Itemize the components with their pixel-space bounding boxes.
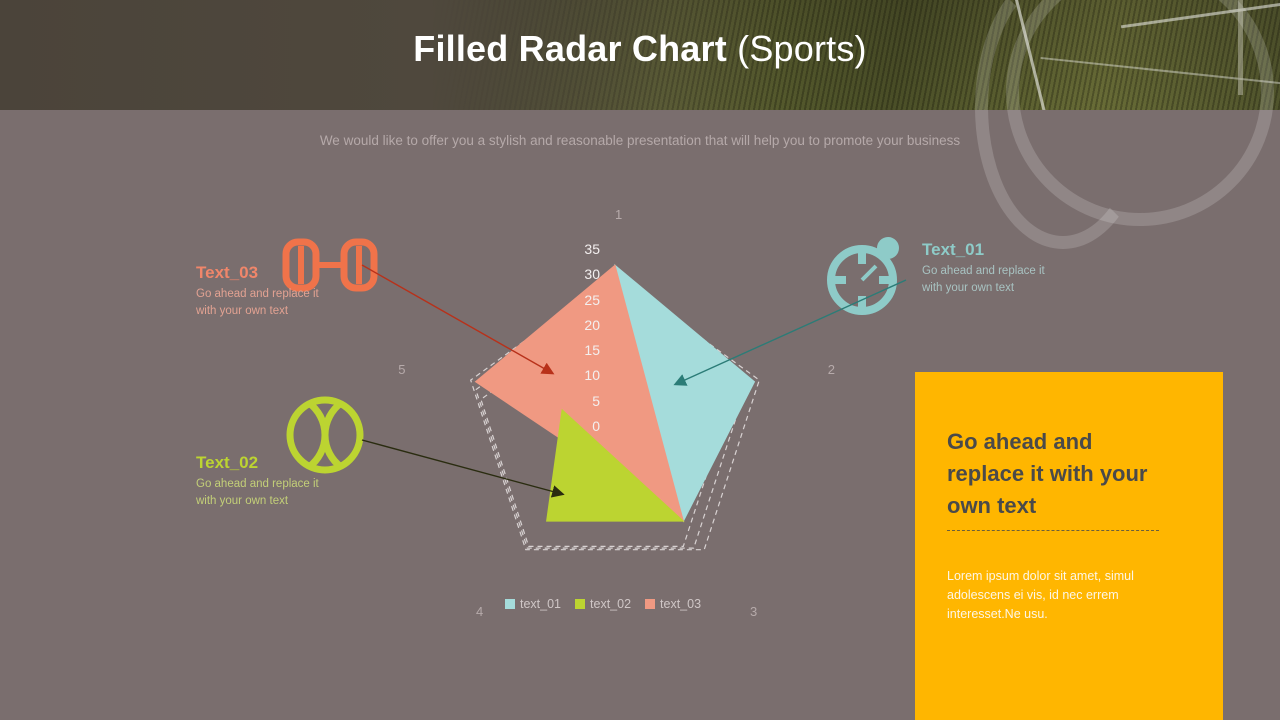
page-title-light: (Sports) [737,28,867,69]
legend-item-text_03[interactable]: text_03 [645,597,701,611]
radar-axis-label-5: 5 [398,361,406,377]
radar-axis-label-3: 3 [749,604,758,620]
page-subtitle: We would like to offer you a stylish and… [319,133,961,148]
legend-swatch-icon [645,599,656,609]
radar-tick-25: 25 [584,291,600,308]
radar-chart: 1 2 3 4 5 0 5 10 15 20 25 30 35 [398,205,840,625]
radar-series-layer [474,263,756,523]
callout-text-03[interactable]: Text_03 Go ahead and replace it with you… [196,263,326,320]
net-post [1238,0,1243,95]
callout-text-02[interactable]: Text_02 Go ahead and replace it with you… [196,453,326,510]
page-title: Filled Radar Chart (Sports) [0,28,1280,70]
callout-text-01[interactable]: Text_01 Go ahead and replace it with you… [922,240,1052,297]
header-banner [0,0,1280,110]
radar-tick-0: 0 [592,418,600,434]
callout-text-01-body: Go ahead and replace it with your own te… [922,265,1045,294]
radar-tick-35: 35 [584,241,600,257]
info-panel: Go ahead and replace it with your own te… [915,372,1223,720]
callout-text-01-title: Text_01 [922,240,985,259]
radar-axis-label-4: 4 [476,604,484,620]
info-panel-paragraph: Lorem ipsum dolor sit amet, simul adoles… [947,569,1134,621]
tennis-ball-icon [283,393,367,482]
info-panel-heading: Go ahead and replace it with your own te… [947,429,1148,518]
page-title-strong: Filled Radar Chart [413,28,738,69]
callout-text-02-body: Go ahead and replace it with your own te… [196,478,319,507]
callout-text-03-body: Go ahead and replace it with your own te… [196,288,319,317]
legend-swatch-icon [575,599,586,609]
legend-label: text_01 [520,597,562,611]
legend-item-text_02[interactable]: text_02 [575,597,631,611]
legend-label: text_03 [660,597,702,611]
radar-tick-20: 20 [584,316,600,333]
callout-text-03-title: Text_03 [196,263,259,282]
callout-text-02-title: Text_02 [196,453,259,472]
chart-legend: text_01 text_02 text_03 [505,597,735,611]
radar-axis-label-1: 1 [615,206,623,222]
legend-label: text_02 [590,597,632,611]
radar-tick-10: 10 [584,367,600,384]
radar-tick-30: 30 [584,266,600,283]
radar-chart-svg [469,263,761,551]
info-panel-divider [947,530,1159,531]
legend-item-text_01[interactable]: text_01 [505,597,561,611]
stopwatch-icon [818,232,910,323]
radar-tick-5: 5 [592,392,600,409]
radar-axis-label-2: 2 [827,361,835,377]
legend-swatch-icon [505,599,515,609]
radar-tick-15: 15 [584,342,600,359]
header-overlay [0,0,780,110]
